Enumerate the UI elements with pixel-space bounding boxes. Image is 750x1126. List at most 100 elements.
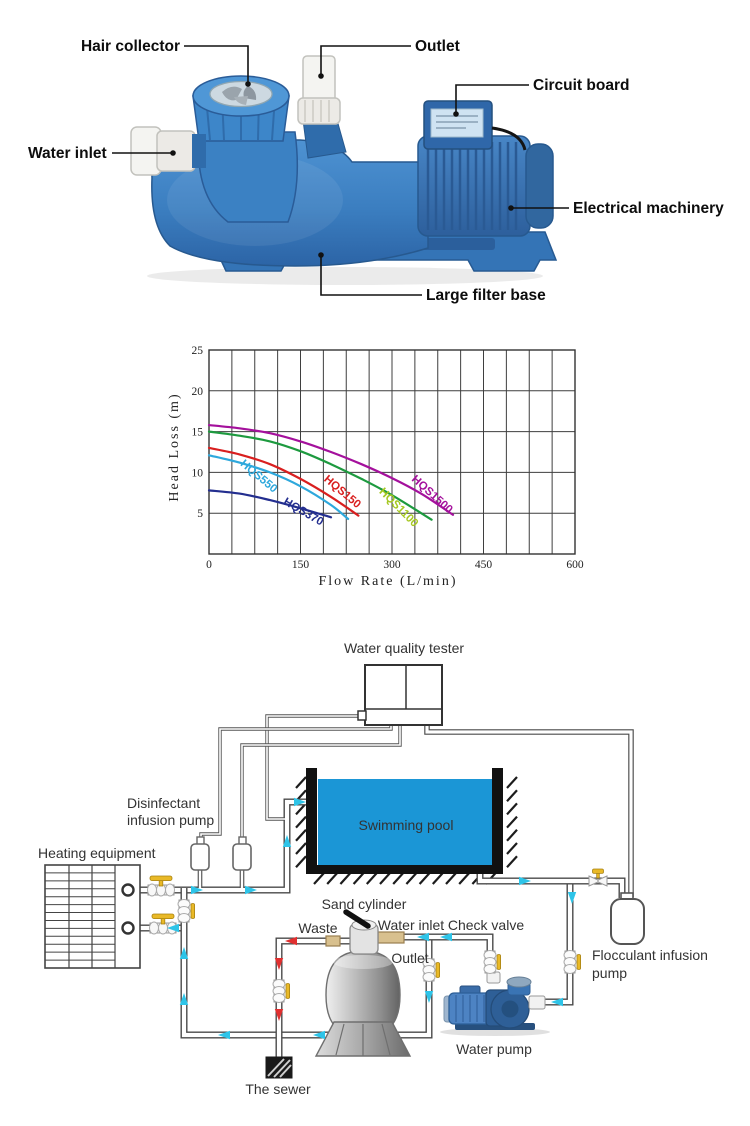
pipe-pump-suction [543, 878, 574, 1006]
label-water-inlet: Water inlet [28, 145, 107, 162]
nut-ridges [304, 100, 330, 122]
label-heating-equipment: Heating equipment [38, 845, 156, 861]
ball-valve-icon [147, 875, 175, 897]
hatch-mark [352, 872, 365, 885]
waste-arrow-icon [274, 1009, 284, 1021]
hatch-mark [295, 815, 307, 829]
x-tick: 450 [475, 559, 493, 571]
hatch-mark [295, 855, 307, 868]
pool-wall-left [306, 768, 317, 871]
check-valve-icon [177, 899, 196, 923]
junction-box-sticker [430, 108, 484, 138]
x-tick: 300 [383, 559, 401, 571]
label-water-pump: Water pump [456, 1041, 532, 1057]
hatch-mark [506, 842, 518, 855]
curve-label-HQS370: HQS370 [281, 496, 325, 528]
flow-arrow-icon [245, 885, 257, 895]
motor-end-cap [525, 143, 554, 229]
pool-wall-right [492, 768, 503, 871]
chart-curves [207, 423, 455, 521]
inlet-union-nut [156, 130, 196, 172]
label-circuit-board: Circuit board [533, 77, 629, 94]
label-electrical-machinery: Electrical machinery [573, 200, 724, 217]
y-tick: 5 [197, 508, 203, 520]
outlet-pipe [302, 55, 336, 105]
flow-arrow-icon [417, 932, 429, 942]
hatch-mark [326, 872, 339, 885]
curve-label-HQS550: HQS550 [238, 458, 280, 496]
disinfectant-bottle [232, 836, 252, 871]
flow-arrow-icon [191, 885, 203, 895]
plot-border [208, 349, 576, 555]
inlet-stub [192, 134, 206, 168]
label-disinfectant-1: Disinfectant [127, 795, 200, 811]
flow-arrow-icon [567, 892, 577, 904]
hatch-mark [313, 872, 325, 885]
chart-grid [208, 349, 576, 555]
label-outlet: Outlet [415, 38, 460, 55]
hatch-mark [445, 872, 457, 885]
flow-arrows [167, 797, 577, 1040]
components [44, 664, 645, 1079]
hatch-mark [339, 872, 352, 885]
waste-arrow-icon [274, 958, 284, 970]
callout-lines [112, 45, 569, 296]
sand-cylinder-filter [314, 909, 412, 1057]
waste-arrow-icon [285, 936, 297, 946]
water-pump-unit [440, 971, 550, 1036]
power-cable [491, 126, 527, 151]
valve-handle-icon [343, 909, 371, 929]
flow-arrow-icon [179, 993, 189, 1005]
hatch-mark [365, 872, 378, 885]
label-water-inlet-diagram: Water inlet [378, 917, 445, 933]
hatch-mark [295, 829, 307, 842]
label-waste: Waste [298, 920, 337, 936]
flow-arrow-icon [424, 991, 434, 1003]
pool-water [318, 779, 493, 866]
lid-window [209, 80, 273, 108]
flow-arrow-icon [313, 1030, 325, 1040]
y-axis-title: Head Loss (m) [167, 392, 182, 501]
system-diagram: Water quality tester Swimming pool Disin… [38, 640, 708, 1097]
heating-equipment [44, 864, 141, 969]
ball-valve-icon [149, 913, 177, 935]
pipe-tester-right-inner [425, 724, 633, 897]
heater-port [121, 921, 135, 935]
hatch-mark [506, 802, 518, 816]
y-tick: 15 [192, 427, 204, 439]
label-outlet-diagram: Outlet [391, 950, 428, 966]
flocculant-tank [610, 892, 645, 945]
motor-fins [426, 142, 518, 230]
curve-HQS150 [207, 446, 360, 517]
flow-arrow-icon [167, 923, 179, 933]
pool-floor [306, 865, 503, 874]
check-valve-icon [272, 979, 291, 1003]
label-swimming-pool: Swimming pool [359, 817, 454, 833]
curve-HQS550 [207, 454, 350, 520]
y-tick: 20 [192, 386, 204, 398]
strainer-pot [197, 131, 299, 223]
y-tick: 10 [192, 467, 204, 479]
flow-arrow-icon [179, 947, 189, 959]
label-the-sewer: The sewer [245, 1081, 311, 1097]
label-hair-collector: Hair collector [81, 38, 180, 55]
flow-arrow-icon [551, 997, 563, 1007]
label-disinfectant-2: infusion pump [127, 812, 214, 828]
flow-arrow-icon [218, 1030, 230, 1040]
hatch-mark [506, 855, 518, 868]
tester-port [357, 710, 367, 721]
hatch-mark [506, 776, 518, 789]
hatch-mark [506, 789, 518, 802]
x-tick: 600 [566, 559, 584, 571]
pump-photo [130, 55, 558, 285]
waste-fitting [325, 935, 341, 947]
pipe-pool-drain [476, 871, 626, 898]
label-flocculant-2: pump [592, 965, 627, 981]
outlet-nozzle [302, 119, 347, 159]
disinfectant-bottle [190, 836, 210, 871]
pump-suction-union [528, 995, 546, 1010]
flow-arrow-icon [282, 835, 292, 847]
pipe-tester-dosing1-inner [200, 724, 392, 841]
hatch-mark [405, 872, 418, 885]
